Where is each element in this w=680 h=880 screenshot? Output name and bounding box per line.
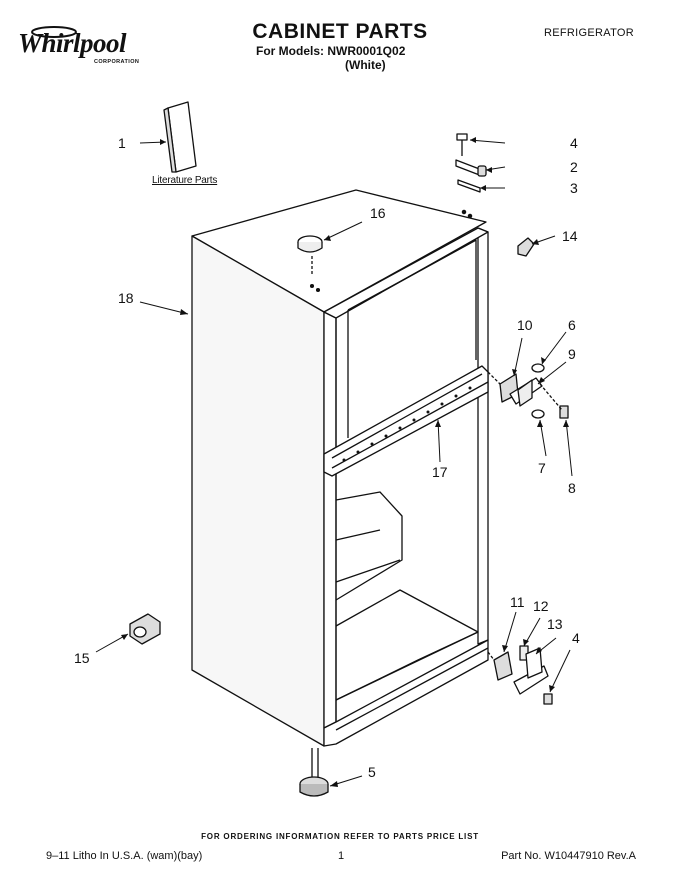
plug-16 [297,235,323,276]
model-number: For Models: NWR0001Q02 [256,44,406,58]
top-hinge-assembly [455,133,487,193]
callout-14: 14 [562,228,578,244]
page-number: 1 [338,850,345,862]
ordering-note: FOR ORDERING INFORMATION REFER TO PARTS … [201,832,479,841]
logo-swoosh-icon [31,26,77,38]
brand-subtitle: CORPORATION [94,59,140,65]
hinge-cap-14 [517,237,535,257]
whirlpool-logo: Whirlpool CORPORATION [18,22,158,66]
callout-9: 9 [568,346,576,362]
arrowheads [121,137,569,787]
part-number: Part No. W10447910 Rev.A [501,850,636,862]
callout-2: 2 [570,159,578,175]
callout-3: 3 [570,180,578,196]
literature-parts-label: Literature Parts [152,175,218,186]
bottom-hinge-assembly [487,645,553,705]
callout-8: 8 [568,480,576,496]
leveling-leg-5 [299,748,329,797]
callout-6: 6 [568,317,576,333]
litho-info: 9–11 Litho In U.S.A. (wam)(bay) [46,850,203,862]
callout-16: 16 [370,205,386,221]
callout-15: 15 [74,650,90,666]
callout-7: 7 [538,460,546,476]
callout-4-top: 4 [570,135,578,151]
callout-12: 12 [533,598,549,614]
literature-booklet [163,101,197,173]
page-title: CABINET PARTS [252,20,428,43]
product-category: REFRIGERATOR [544,27,634,39]
callout-10: 10 [517,317,533,333]
center-mullion [323,365,489,477]
center-hinge-assembly [487,363,569,419]
roller-15 [129,613,161,645]
brand-name: Whirlpool [18,28,127,58]
callout-17: 17 [432,464,448,480]
callout-5: 5 [368,764,376,780]
callout-4-bottom: 4 [572,630,580,646]
callout-13: 13 [547,616,563,632]
callout-11: 11 [510,594,525,610]
model-color: (White) [345,58,386,72]
callout-18: 18 [118,290,134,306]
cabinet-shell [191,189,489,747]
callout-1: 1 [118,135,126,151]
